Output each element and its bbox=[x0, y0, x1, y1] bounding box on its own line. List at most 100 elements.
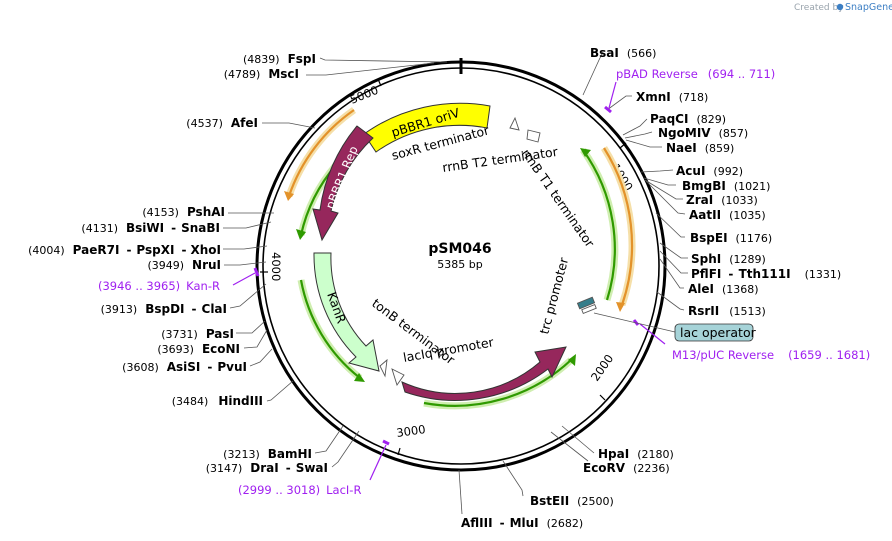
ruler-label-2000: 2000 bbox=[588, 352, 616, 384]
leader-paqci bbox=[622, 118, 648, 136]
terminator-rrnb-t1-icon bbox=[526, 129, 541, 143]
site-bsai[interactable]: BsaI(566) bbox=[590, 46, 656, 60]
orf-arc-origin-left bbox=[287, 109, 355, 197]
site-econi[interactable]: (3693)EcoNI bbox=[157, 342, 240, 356]
primer-pbad-reverse[interactable]: pBAD Reverse(694 .. 711) bbox=[616, 67, 775, 81]
site-bsiwi-snabi[interactable]: (4131)BsiWI-SnaBI bbox=[81, 221, 220, 235]
leader-pflfi bbox=[659, 250, 688, 274]
site-asisi-pvui[interactable]: (3608)AsiSI-PvuI bbox=[122, 360, 247, 374]
ruler-tick-2000 bbox=[599, 394, 606, 401]
orf-arc-right-orange bbox=[603, 147, 634, 306]
site-drai-swai[interactable]: (3147)DraI-SwaI bbox=[206, 461, 328, 475]
trc-promoter-icon bbox=[581, 303, 597, 315]
orf-arrowhead-right-green bbox=[580, 148, 591, 157]
leader-afliii bbox=[458, 469, 463, 515]
leader-afei bbox=[262, 122, 316, 129]
primer-kan-r[interactable]: (3946 .. 3965)Kan-R bbox=[98, 279, 220, 293]
leader-bsai bbox=[582, 51, 604, 96]
leader-pasi bbox=[236, 320, 266, 334]
primer-leader-m13 bbox=[639, 323, 666, 345]
plasmid-size: 5385 bp bbox=[437, 258, 482, 271]
terminator-tonb-icon bbox=[379, 358, 388, 378]
site-leader-lines bbox=[223, 51, 688, 515]
site-aatii[interactable]: AatII(1035) bbox=[689, 208, 766, 222]
site-afliii-mlui[interactable]: AflIII-MluI(2682) bbox=[461, 516, 583, 530]
site-zrai[interactable]: ZraI(1033) bbox=[686, 193, 758, 207]
orf-arrowhead-laci bbox=[568, 354, 576, 366]
leader-hindiii bbox=[266, 380, 294, 402]
site-xmni[interactable]: XmnI(718) bbox=[636, 90, 708, 104]
site-afei[interactable]: (4537)AfeI bbox=[186, 116, 258, 130]
site-hindiii[interactable]: (3484)HindIII bbox=[172, 394, 263, 408]
site-msci[interactable]: (4789)MscI bbox=[224, 67, 299, 81]
primer-leaders bbox=[232, 81, 666, 481]
leader-msci bbox=[306, 62, 435, 76]
site-fspi[interactable]: (4839)FspI bbox=[243, 52, 316, 66]
primer-m13-puc-reverse[interactable]: M13/pUC Reverse(1659 .. 1681) bbox=[672, 348, 870, 362]
site-naei[interactable]: NaeI(859) bbox=[666, 141, 734, 155]
watermark-brand: SnapGene bbox=[845, 2, 892, 13]
feature-pbbr1-rep[interactable] bbox=[312, 125, 374, 242]
site-bspdi-clai[interactable]: (3913)BspDI-ClaI bbox=[101, 302, 227, 316]
feature-laci[interactable] bbox=[401, 346, 567, 401]
watermark-prefix: Created by bbox=[794, 3, 844, 13]
site-pasi[interactable]: (3731)PasI bbox=[161, 327, 234, 341]
site-hpai[interactable]: HpaI(2180) bbox=[598, 447, 674, 461]
orf-arc-laci bbox=[423, 359, 572, 407]
orf-arrowhead-rep bbox=[296, 229, 306, 240]
site-paer7i-pspxi-xhoi[interactable]: (4004)PaeR7I-PspXI-XhoI bbox=[28, 243, 221, 257]
lac-operator-label: lac operator bbox=[680, 325, 757, 340]
lac-operator-box[interactable] bbox=[674, 323, 754, 342]
site-acui[interactable]: AcuI(992) bbox=[676, 164, 743, 178]
ruler-label-4000: 4000 bbox=[269, 252, 283, 281]
site-bamhi[interactable]: (3213)BamHI bbox=[223, 447, 312, 461]
site-nrui[interactable]: (3949)NruI bbox=[147, 258, 221, 272]
regulatory-glyphs bbox=[379, 116, 597, 387]
site-bsteii[interactable]: BstEII(2500) bbox=[530, 494, 614, 508]
leader-pvui bbox=[249, 348, 273, 367]
primer-leader-kanr bbox=[232, 272, 256, 286]
site-bspei[interactable]: BspEI(1176) bbox=[690, 231, 772, 245]
leader-bsteii bbox=[502, 460, 524, 497]
site-ngomiv[interactable]: NgoMIV(857) bbox=[658, 126, 748, 140]
feature-kanr[interactable] bbox=[313, 252, 380, 372]
snapgene-watermark: Created by SnapGene bbox=[794, 2, 892, 13]
site-labels-right: BsaI(566) XmnI(718) PaqCI(829) NgoMIV(85… bbox=[590, 46, 841, 318]
orf-arrowhead-origin-left bbox=[284, 191, 294, 201]
site-ecorv[interactable]: EcoRV(2236) bbox=[583, 461, 670, 475]
site-rsrii[interactable]: RsrII(1513) bbox=[688, 304, 766, 318]
plasmid-name: pSM046 bbox=[428, 241, 491, 257]
feature-label-trc-promoter: trc promoter bbox=[536, 255, 571, 336]
leader-xhoi bbox=[223, 245, 268, 250]
leader-naei bbox=[625, 139, 662, 148]
primer-leader-pbad bbox=[608, 81, 617, 109]
orf-glow-5 bbox=[580, 147, 619, 302]
primer-laci-r[interactable]: (2999 .. 3018)LacI-R bbox=[238, 483, 361, 497]
site-sphi[interactable]: SphI(1289) bbox=[691, 252, 766, 266]
leader-ngomiv bbox=[624, 131, 653, 139]
leader-rsrii bbox=[656, 291, 685, 311]
site-bmgbi[interactable]: BmgBI(1021) bbox=[682, 179, 770, 193]
site-pflfi-tth111i[interactable]: PflFI-Tth111I(1331) bbox=[691, 267, 841, 281]
leader-aatii bbox=[645, 180, 686, 215]
orf-arc-right-green bbox=[582, 149, 616, 301]
leader-clai bbox=[229, 283, 267, 309]
lac-operator-leader bbox=[593, 312, 676, 333]
feature-pbbr1-oriv[interactable] bbox=[363, 102, 491, 153]
ruler-tick-1000 bbox=[619, 142, 627, 149]
snapgene-logo-icon bbox=[836, 3, 844, 11]
primer-mark-pbad bbox=[604, 105, 612, 114]
leader-hpai bbox=[561, 425, 595, 454]
site-pshai[interactable]: (4153)PshAI bbox=[142, 205, 225, 219]
feature-label-rrnb-t1-terminator: rrnB T1 terminator bbox=[519, 146, 598, 251]
terminator-rrnb-t2-icon bbox=[509, 116, 520, 131]
orf-arcs bbox=[284, 107, 636, 410]
orf-arc-kanr bbox=[299, 279, 361, 379]
site-alei[interactable]: AleI(1368) bbox=[688, 282, 759, 296]
ruler-label-3000: 3000 bbox=[395, 422, 426, 440]
primer-leader-laci bbox=[369, 444, 387, 481]
site-paqci[interactable]: PaqCI(829) bbox=[650, 112, 726, 126]
leader-bmgbi bbox=[643, 177, 676, 186]
leader-ecorv bbox=[550, 431, 589, 462]
